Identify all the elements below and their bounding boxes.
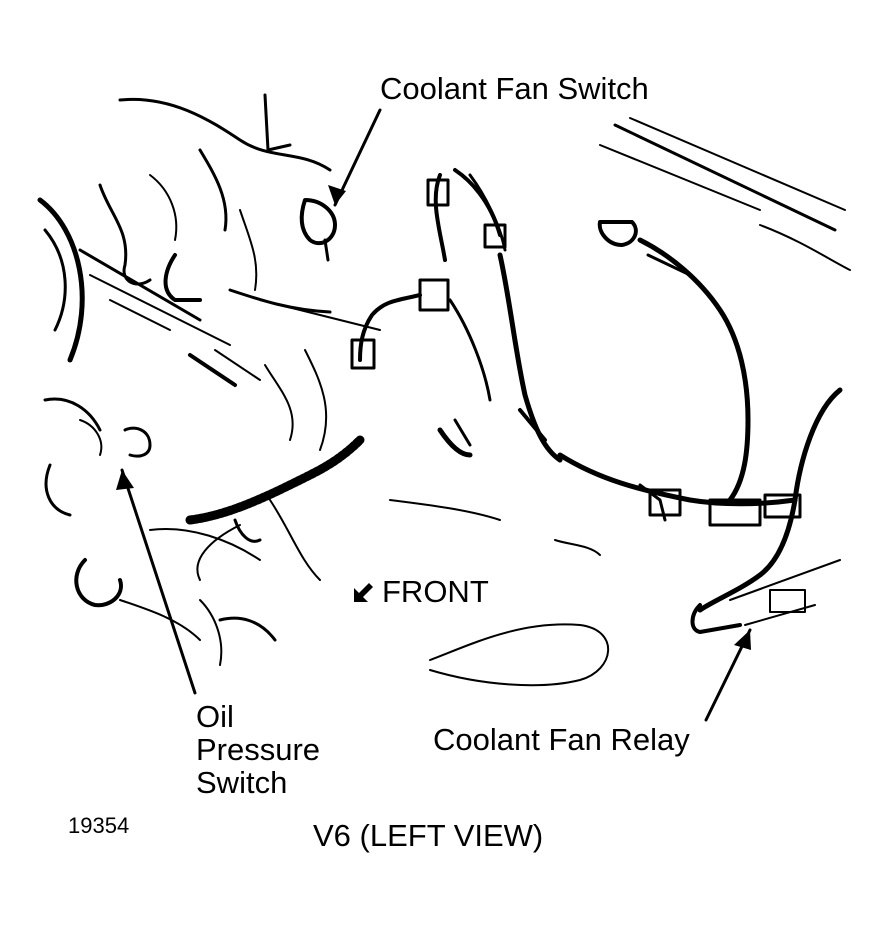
figure-number: 19354 (68, 813, 130, 838)
switch-label-line: Switch (196, 765, 288, 800)
pressure-label-line: Pressure (196, 732, 321, 767)
coolant-fan-relay-label: Coolant Fan Relay (433, 722, 690, 757)
coolant-fan-switch-label: Coolant Fan Switch (380, 71, 649, 106)
front-label-text: FRONT (382, 574, 489, 609)
diagram-caption: V6 (LEFT VIEW) (313, 818, 544, 853)
front-direction-label: FRONT (352, 576, 489, 607)
oil-label-line: Oil (196, 699, 234, 734)
front-arrow-icon (354, 582, 373, 602)
oil-pressure-switch-label: Oil Pressure Switch (196, 700, 366, 799)
